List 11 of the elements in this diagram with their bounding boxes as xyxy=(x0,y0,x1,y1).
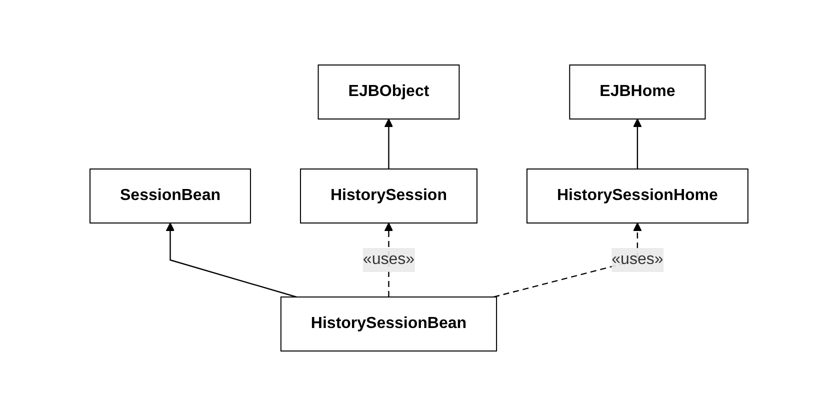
node-box: HistorySessionBean xyxy=(280,296,497,352)
node-box: HistorySession xyxy=(300,168,478,224)
arrow xyxy=(632,118,642,169)
node-box: EJBHome xyxy=(568,64,706,120)
node-box: EJBObject xyxy=(317,64,460,120)
arrow xyxy=(384,118,393,169)
edge-label: «uses» xyxy=(362,251,414,268)
node-box: HistorySessionHome xyxy=(526,168,748,224)
arrow xyxy=(165,222,296,298)
edge-label: «uses» xyxy=(611,251,663,268)
node-box: SessionBean xyxy=(89,168,251,224)
